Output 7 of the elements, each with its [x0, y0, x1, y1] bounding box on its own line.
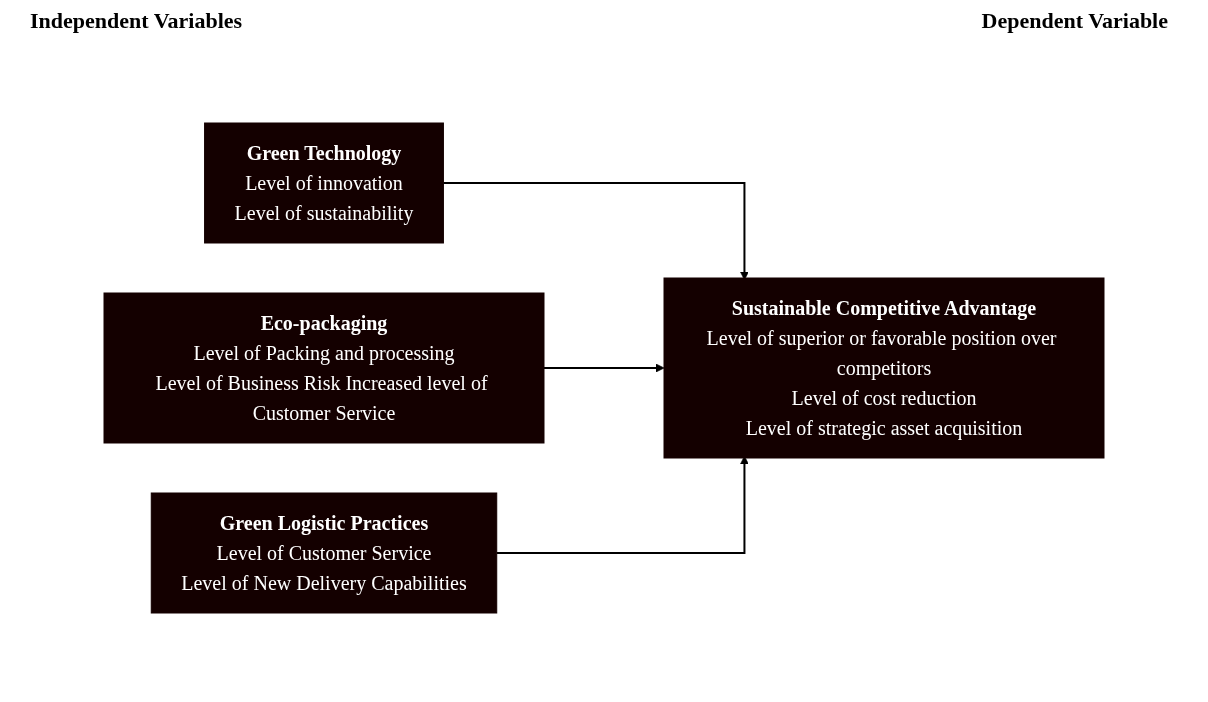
arrow	[543, 363, 665, 373]
node-box: Green Logistic Practices Level of Customer Service Level of New Delivery Capabilities	[150, 492, 498, 614]
node-box: Eco-packaging Level of Packing and processing Level of Business Risk Increased level of Customer Service	[103, 292, 545, 444]
column-heading: Independent Variables	[30, 8, 243, 35]
column-heading: Dependent Variable	[981, 8, 1168, 35]
node-box: Green Technology Level of innovation Level of sustainability	[204, 122, 444, 244]
node-box: Sustainable Competitive Advantage Level of superior or favorable position over competitors Level of cost reduction Level of strategic asset acquisition	[663, 277, 1105, 459]
